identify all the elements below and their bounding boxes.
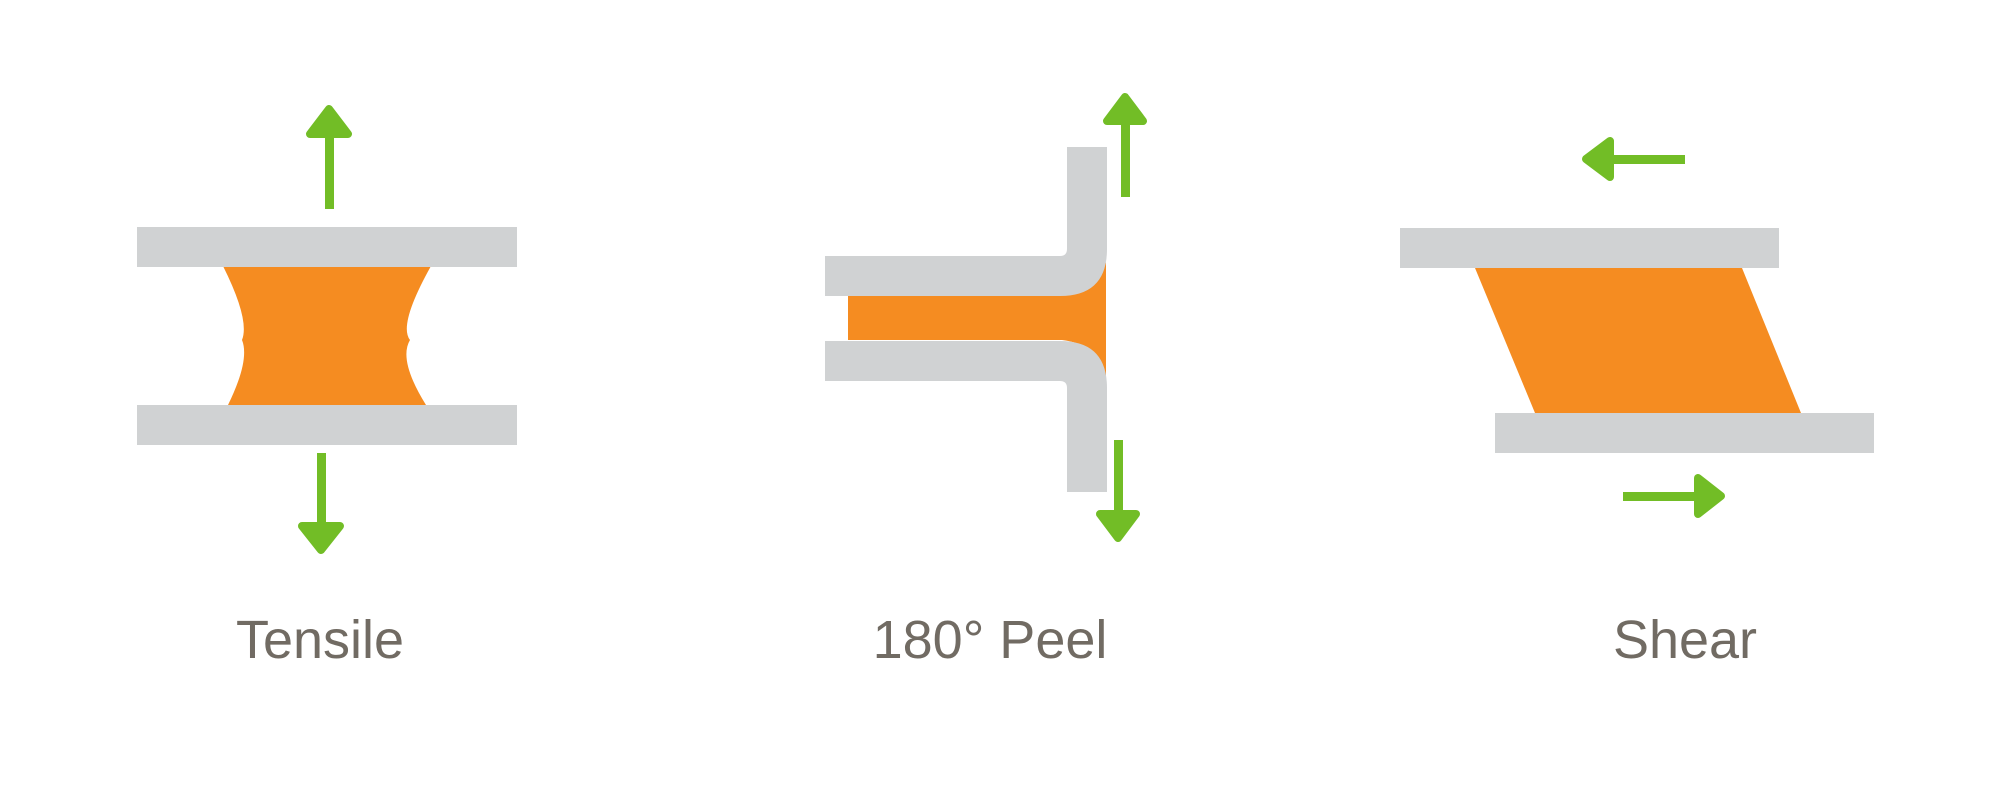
peel-up-arrow-icon [1103, 93, 1147, 197]
shear-left-arrow-icon [1582, 137, 1685, 181]
tensile-label: Tensile [235, 610, 405, 670]
shear-adhesive [1475, 268, 1801, 413]
peel-label: 180° Peel [872, 610, 1108, 670]
tensile-bottom-substrate [137, 405, 517, 445]
peel-adhesive [848, 262, 1106, 378]
shear-bottom-substrate [1495, 413, 1874, 453]
peel-panel [825, 93, 1147, 542]
shear-panel [1400, 137, 1874, 518]
tensile-adhesive [223, 266, 431, 405]
shear-label: Shear [1612, 610, 1758, 670]
tensile-down-arrow-icon [298, 453, 344, 554]
shear-top-substrate [1400, 228, 1779, 268]
peel-top-substrate [825, 147, 1107, 296]
tensile-top-substrate [137, 227, 517, 267]
shear-right-arrow-icon [1623, 474, 1725, 518]
tensile-panel [137, 105, 517, 554]
peel-bottom-substrate [825, 341, 1107, 492]
peel-down-arrow-icon [1096, 440, 1140, 542]
tensile-up-arrow-icon [306, 105, 352, 209]
